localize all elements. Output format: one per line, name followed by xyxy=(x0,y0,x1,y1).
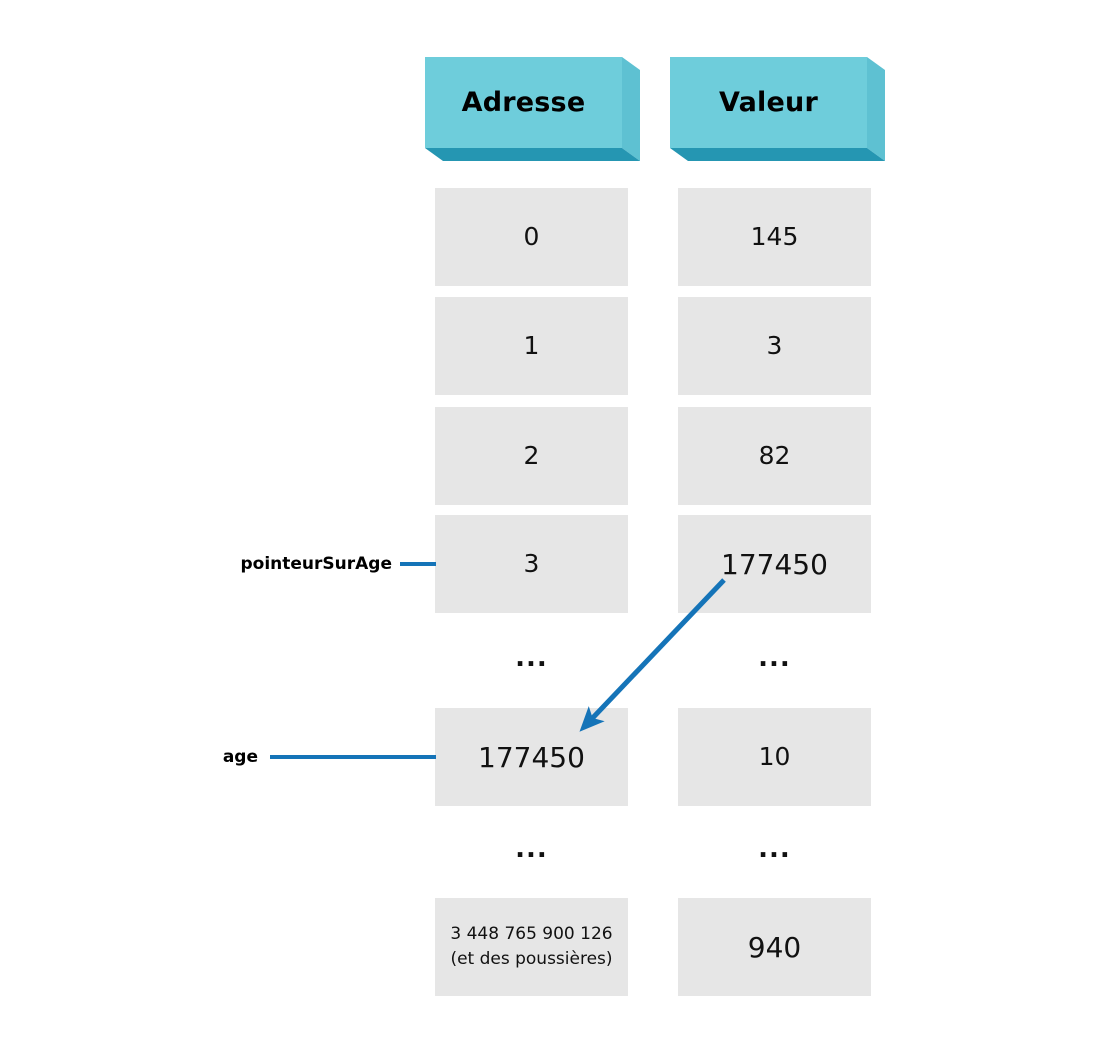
header-block-valeur: Valeur xyxy=(670,57,885,163)
cell-adresse-2: 2 xyxy=(435,407,628,505)
cell-valeur-7: 940 xyxy=(678,898,871,996)
cell-valeur-0: 145 xyxy=(678,188,871,286)
ellipsis-adresse-2: ... xyxy=(515,834,548,864)
ellipsis-adresse-1: ... xyxy=(515,643,548,673)
leader-line-pointeur-sur-age xyxy=(400,562,436,566)
cell-valeur-5: 10 xyxy=(678,708,871,806)
header-3d-shape-adresse xyxy=(425,57,640,161)
label-pointeur-sur-age: pointeurSurAge xyxy=(240,554,392,574)
cell-adresse-1: 1 xyxy=(435,297,628,395)
header-block-adresse: Adresse xyxy=(425,57,640,163)
header-3d-shape-valeur xyxy=(670,57,885,161)
cell-adresse-0: 0 xyxy=(435,188,628,286)
ellipsis-valeur-2: ... xyxy=(758,834,791,864)
ellipsis-valeur-1: ... xyxy=(758,643,791,673)
label-age: age xyxy=(222,747,258,767)
cell-valeur-2: 82 xyxy=(678,407,871,505)
leader-line-age xyxy=(270,755,436,759)
cell-adresse-5: 177450 xyxy=(435,708,628,806)
cell-valeur-1: 3 xyxy=(678,297,871,395)
header-label-adresse: Adresse xyxy=(461,87,586,118)
cell-valeur-3: 177450 xyxy=(678,515,871,613)
cell-adresse-7: 3 448 765 900 126 (et des poussières) xyxy=(435,898,628,996)
cell-adresse-3: 3 xyxy=(435,515,628,613)
header-label-valeur: Valeur xyxy=(719,87,818,118)
